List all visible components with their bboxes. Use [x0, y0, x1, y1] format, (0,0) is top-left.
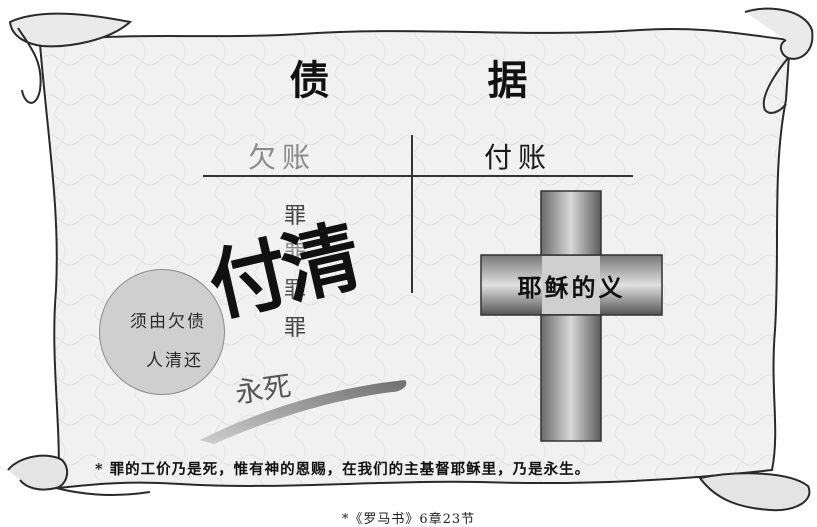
eternal-death-label: 永死: [233, 369, 294, 410]
bottom-right-curl: [698, 472, 811, 512]
ledger-horizontal-divider: [203, 175, 633, 177]
sin-entry: 罪: [284, 278, 307, 303]
bible-verse: * 罪的工价乃是死，惟有神的恩赐，在我们的主基督耶稣里，乃是永生。: [95, 461, 591, 478]
verse-reference: *《罗马书》6章23节: [341, 512, 476, 527]
debt-stamp-line2: 人清还: [146, 351, 203, 371]
sin-entry: 罪: [284, 204, 307, 229]
debt-stamp-line1: 须由欠债: [130, 312, 206, 332]
column-header-debt: 欠账: [248, 141, 317, 174]
parchment-body: [38, 27, 792, 490]
document-title: 债 据: [289, 58, 600, 104]
sin-entry: 罪: [284, 316, 307, 341]
top-right-curl: [744, 7, 814, 60]
ledger-vertical-divider: [411, 135, 413, 293]
debt-stamp-circle: [99, 269, 225, 395]
sin-entry: 罪: [284, 242, 307, 267]
cross-label: 耶稣的义: [517, 273, 626, 302]
bottom-left-curl: [7, 454, 69, 491]
cross-icon: [480, 190, 663, 442]
column-header-paid: 付账: [484, 141, 553, 174]
death-swoosh: [200, 380, 407, 444]
